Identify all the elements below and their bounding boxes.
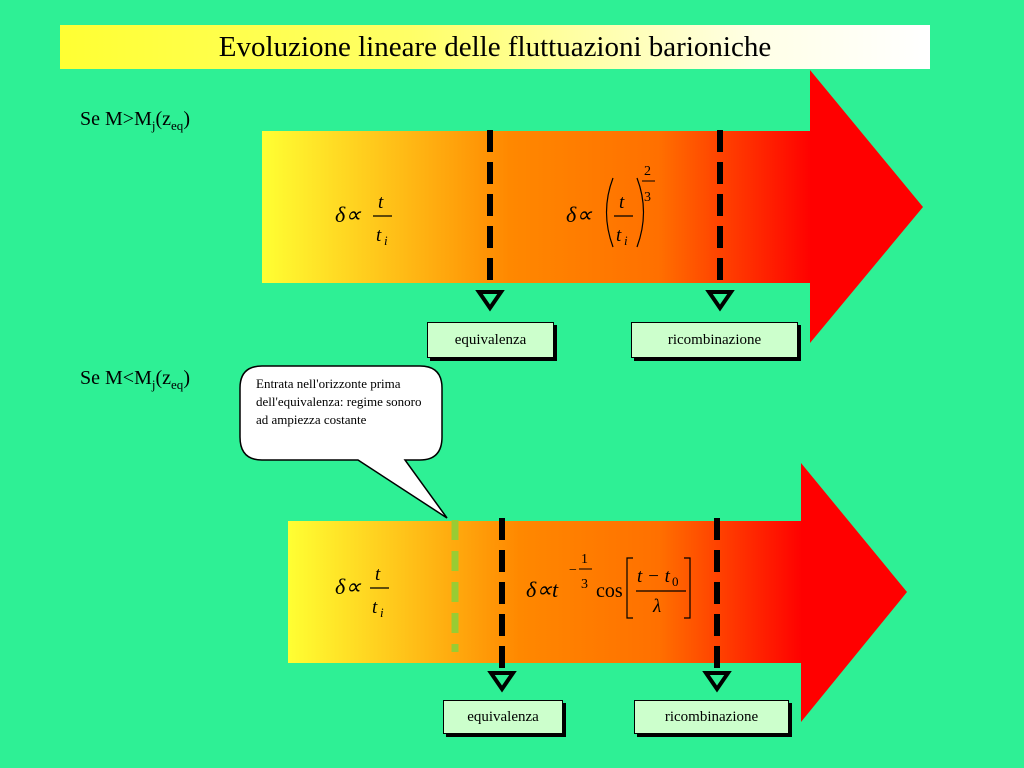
svg-text:t: t — [376, 225, 382, 246]
svg-text:cos: cos — [596, 580, 623, 602]
condition-small-mass: Se M<Mj(zeq) — [80, 367, 190, 392]
svg-text:δ∝: δ∝ — [335, 202, 362, 227]
callout-text: Entrata nell'orizzonte prima dell'equiva… — [256, 376, 422, 427]
arrowhead-down-icon — [702, 671, 732, 693]
equivalence-label-1: equivalenza — [427, 322, 554, 358]
svg-text:i: i — [624, 233, 628, 248]
svg-text:0: 0 — [672, 574, 679, 589]
condition-large-mass: Se M>Mj(zeq) — [80, 108, 190, 133]
formula-power-growth: δ∝ t t i 2 3 — [566, 164, 655, 248]
formula-linear-growth-2: δ∝ t t i — [335, 564, 389, 620]
svg-text:t: t — [619, 192, 625, 213]
arrowhead-down-icon — [487, 671, 517, 693]
recombination-label-2: ricombinazione — [634, 700, 789, 734]
svg-text:i: i — [380, 605, 384, 620]
svg-text:1: 1 — [581, 552, 588, 567]
svg-text:3: 3 — [581, 577, 588, 592]
equivalence-label-2: equivalenza — [443, 700, 563, 734]
formula-linear-growth-1: δ∝ t t i — [335, 192, 392, 248]
svg-text:i: i — [384, 233, 388, 248]
arrowhead-down-icon — [475, 290, 505, 312]
svg-text:3: 3 — [644, 190, 651, 205]
svg-text:λ: λ — [652, 596, 661, 617]
callout-bubble — [239, 365, 448, 519]
svg-text:t: t — [372, 597, 378, 618]
svg-text:t: t — [375, 564, 381, 585]
svg-text:t: t — [616, 225, 622, 246]
arrowhead-down-icon — [705, 290, 735, 312]
recombination-label-1: ricombinazione — [631, 322, 798, 358]
timeline-arrow-1 — [262, 70, 923, 343]
svg-text:δ∝: δ∝ — [335, 574, 362, 599]
formula-acoustic-oscillation: δ∝t − 1 3 cos t − t 0 λ — [526, 552, 691, 619]
svg-text:−: − — [569, 563, 577, 578]
svg-text:δ∝: δ∝ — [566, 202, 593, 227]
svg-text:t − t: t − t — [637, 566, 671, 587]
svg-text:2: 2 — [644, 164, 651, 179]
svg-text:δ∝t: δ∝t — [526, 577, 559, 602]
slide-title: Evoluzione lineare delle fluttuazioni ba… — [60, 25, 930, 69]
svg-text:t: t — [378, 192, 384, 213]
